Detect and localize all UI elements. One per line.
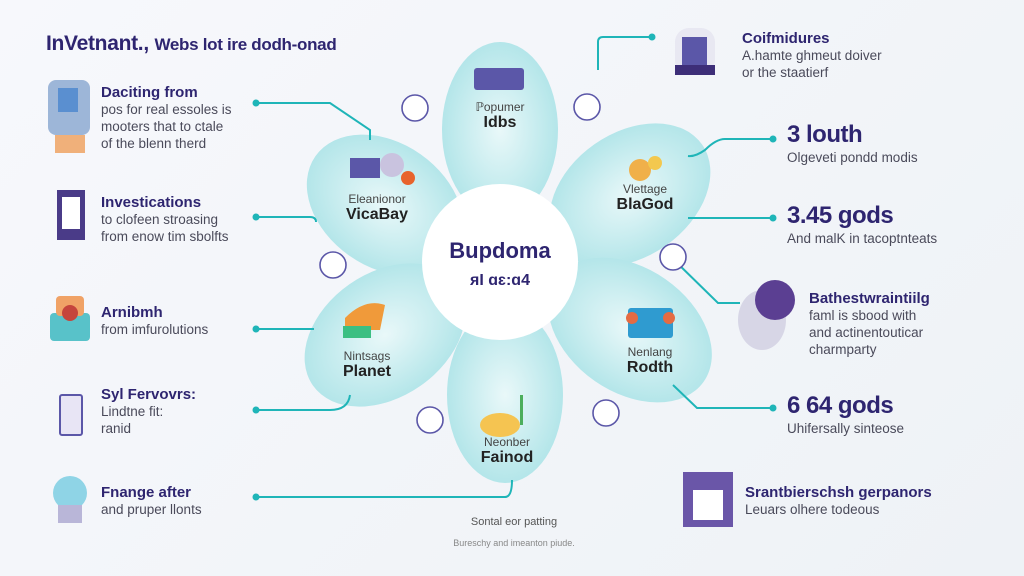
tool-ring-icon — [319, 251, 347, 279]
connector-dots — [252, 33, 777, 501]
petal-icons — [343, 68, 675, 437]
footer-line-1: Sontal eor patting — [470, 516, 558, 528]
ff-ring-icon — [659, 243, 687, 271]
petal-bottom — [447, 307, 563, 483]
wifi-ring-icon — [592, 399, 620, 427]
petal-upper-right — [549, 123, 711, 267]
left-item-4: Syl Fervovrs:Lindtne fit:ranid — [101, 386, 197, 436]
petal-upper-left — [306, 134, 464, 276]
chat-ring-icon — [573, 93, 601, 121]
center-circle — [422, 184, 578, 340]
globe-ring-icon — [416, 406, 444, 434]
center-label: Bupdoma ᴙI ɑɛ:ɑ4 — [449, 238, 551, 289]
side-icons — [48, 28, 795, 527]
connectors — [256, 36, 773, 498]
petal-top — [442, 42, 558, 218]
page-title: InVetnant., Webs lot ire dodh-onad — [46, 32, 337, 55]
document-ring-icon — [401, 94, 429, 122]
ring-icons — [319, 93, 687, 434]
petal-lower-left — [304, 263, 466, 407]
footer-line-2: Bureschy and imeanton piude. — [453, 538, 575, 548]
petals — [304, 42, 712, 483]
